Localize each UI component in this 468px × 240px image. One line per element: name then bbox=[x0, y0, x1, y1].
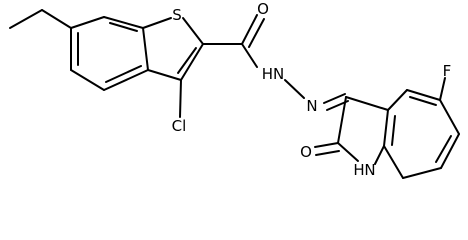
bond bbox=[142, 17, 172, 29]
atom-fluorine-label: F bbox=[443, 62, 452, 80]
oxindole-benzene-ring bbox=[383, 89, 460, 179]
fluoro-bond bbox=[439, 77, 446, 101]
bond bbox=[383, 109, 389, 147]
bond bbox=[402, 167, 442, 179]
bond bbox=[182, 17, 204, 45]
bond bbox=[337, 96, 347, 144]
bond bbox=[387, 89, 408, 111]
bond bbox=[374, 145, 385, 165]
atom-hydrazide-nh-label: HN bbox=[262, 65, 285, 83]
oxindole-five-ring bbox=[337, 96, 389, 165]
bond bbox=[323, 93, 346, 104]
amide-group bbox=[202, 14, 265, 68]
bond bbox=[337, 142, 359, 162]
bond bbox=[409, 96, 437, 106]
atom-chlorine-label: Cl bbox=[172, 117, 187, 135]
bond bbox=[70, 16, 105, 29]
bond bbox=[70, 69, 105, 91]
bond bbox=[241, 14, 258, 45]
bond bbox=[391, 115, 396, 146]
bond bbox=[147, 69, 182, 81]
hydrazine-bond bbox=[284, 79, 305, 99]
bond bbox=[241, 43, 258, 68]
thiophene-ring bbox=[142, 17, 204, 81]
ethyl-group bbox=[9, 9, 72, 29]
bond bbox=[109, 22, 138, 32]
atom-azine-n-label: N bbox=[306, 97, 317, 115]
bond bbox=[142, 27, 149, 71]
atom-lactam-oxygen-label: O bbox=[300, 143, 312, 161]
bond bbox=[315, 150, 340, 156]
bond bbox=[440, 133, 460, 169]
bond bbox=[248, 18, 265, 48]
bond bbox=[345, 96, 389, 111]
chemical-structure-diagram: S O HN N Cl F O H N bbox=[9, 0, 460, 179]
bond bbox=[435, 135, 452, 163]
atom-sulfur-label: S bbox=[172, 6, 182, 24]
bond bbox=[180, 43, 204, 81]
bond bbox=[103, 69, 149, 91]
lactam-carbonyl bbox=[314, 142, 340, 156]
atom-indole-nh-h-label: H bbox=[353, 161, 364, 179]
bond bbox=[439, 99, 460, 135]
chloro-bond bbox=[179, 79, 182, 118]
atom-indole-nh-n-label: N bbox=[364, 161, 375, 179]
benzothiophene-benzene-ring bbox=[70, 16, 149, 91]
bond bbox=[105, 65, 142, 83]
bond bbox=[177, 47, 197, 74]
bond bbox=[41, 9, 72, 29]
bond bbox=[383, 145, 404, 179]
bond bbox=[314, 142, 339, 148]
atom-carbonyl-oxygen-label: O bbox=[257, 0, 269, 18]
bond bbox=[103, 16, 144, 29]
bond bbox=[9, 9, 43, 29]
bond bbox=[406, 89, 441, 101]
